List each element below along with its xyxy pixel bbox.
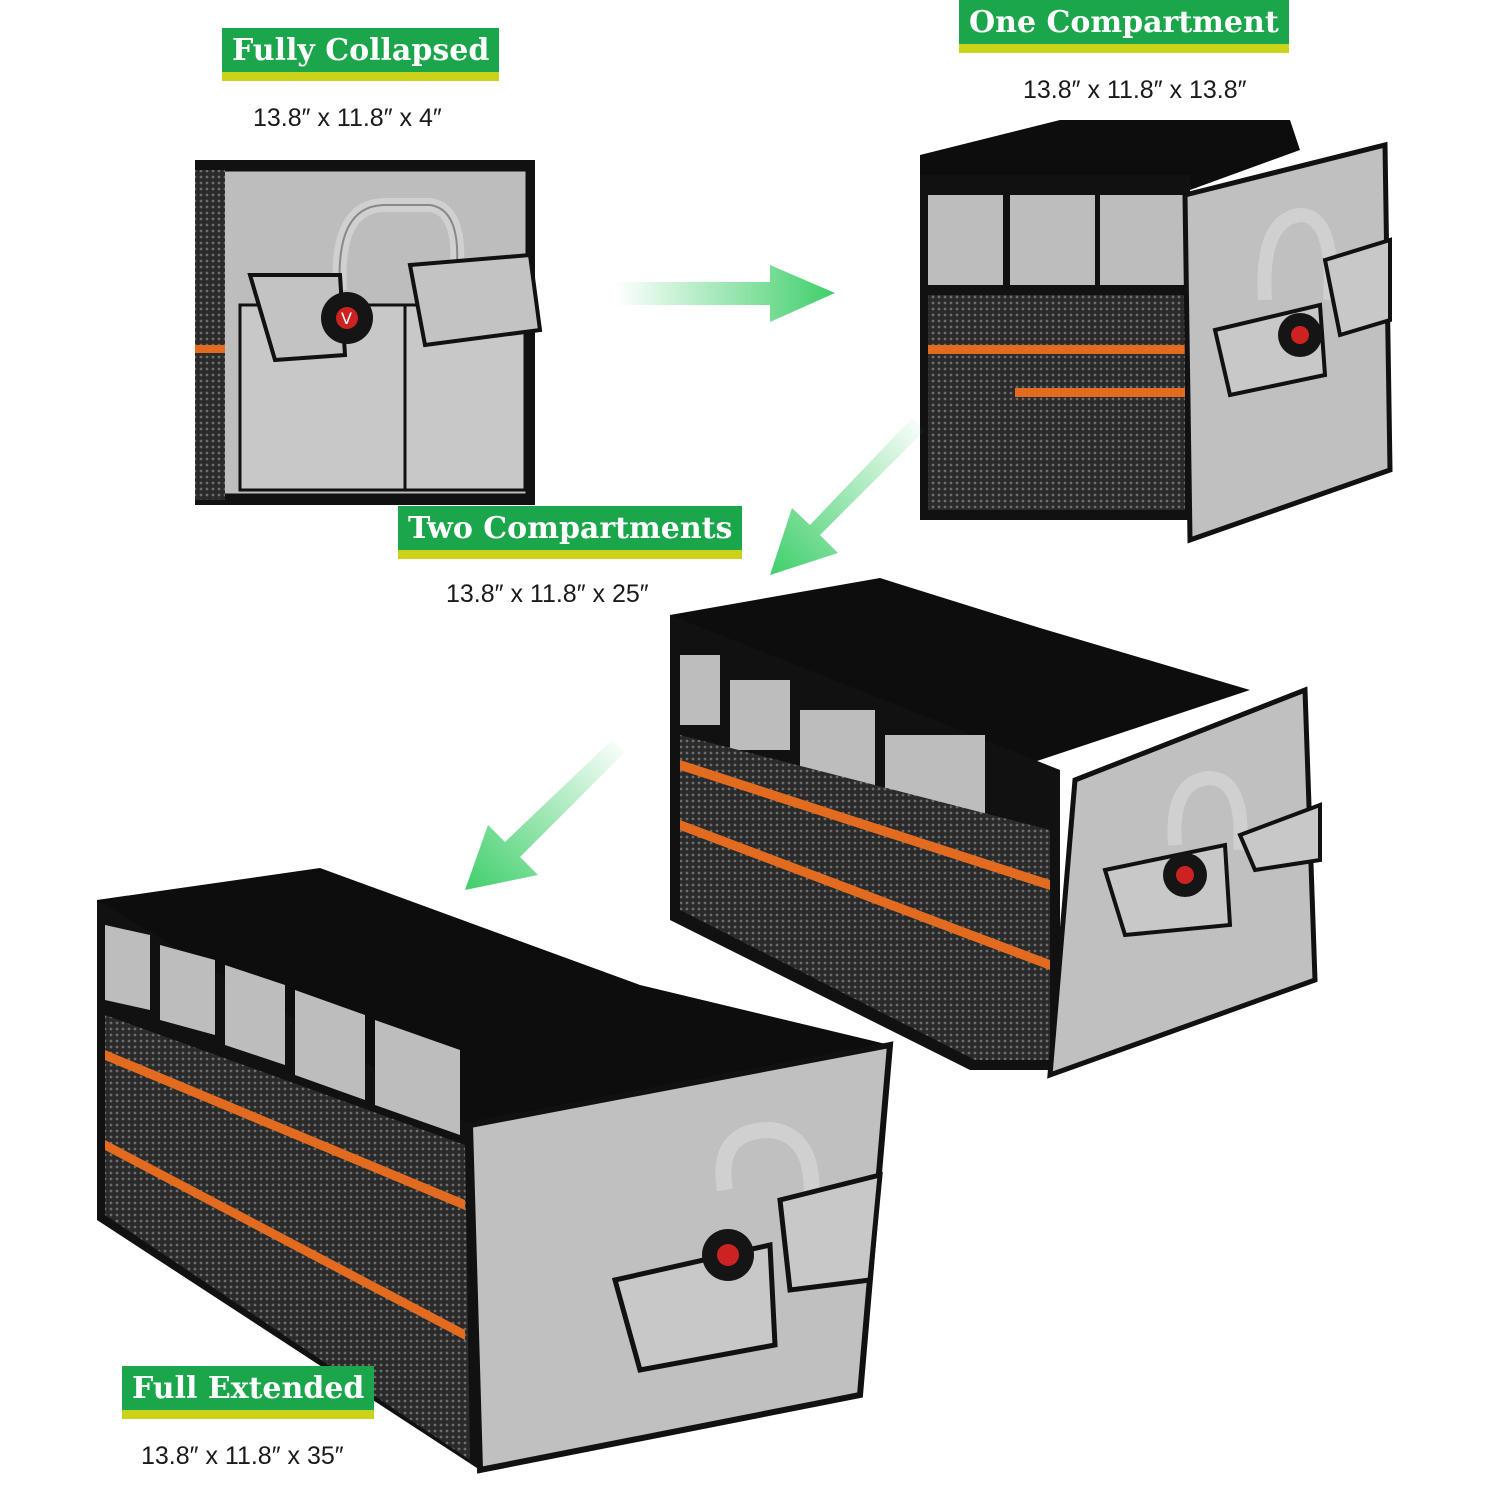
svg-text:V: V [341, 309, 352, 328]
dims-two-compartments: 13.8″ x 11.8″ x 25″ [446, 580, 649, 608]
full-extended-organizer [97, 868, 894, 1474]
label-underline [959, 44, 1289, 53]
label-title: Two Compartments [398, 506, 743, 550]
label-underline [222, 72, 500, 81]
arrow-down-left-icon [770, 418, 925, 575]
label-fully-collapsed: Fully Collapsed [222, 28, 500, 81]
two-compartments-organizer [670, 578, 1322, 1079]
arrow-right-icon [615, 265, 835, 322]
label-underline [398, 550, 743, 559]
label-title: One Compartment [959, 0, 1289, 44]
collapsed-organizer: V [195, 160, 543, 505]
label-full-extended: Full Extended [122, 1366, 375, 1419]
dims-fully-collapsed: 13.8″ x 11.8″ x 4″ [253, 104, 442, 132]
one-compartment-organizer [920, 120, 1393, 544]
label-title: Fully Collapsed [222, 28, 500, 72]
dims-one-compartment: 13.8″ x 11.8″ x 13.8″ [1023, 76, 1247, 104]
label-underline [122, 1410, 375, 1419]
label-two-compartments: Two Compartments [398, 506, 743, 559]
dims-full-extended: 13.8″ x 11.8″ x 35″ [141, 1442, 344, 1470]
label-title: Full Extended [122, 1366, 375, 1410]
arrow-down-left-icon [465, 740, 625, 890]
label-one-compartment: One Compartment [959, 0, 1289, 53]
